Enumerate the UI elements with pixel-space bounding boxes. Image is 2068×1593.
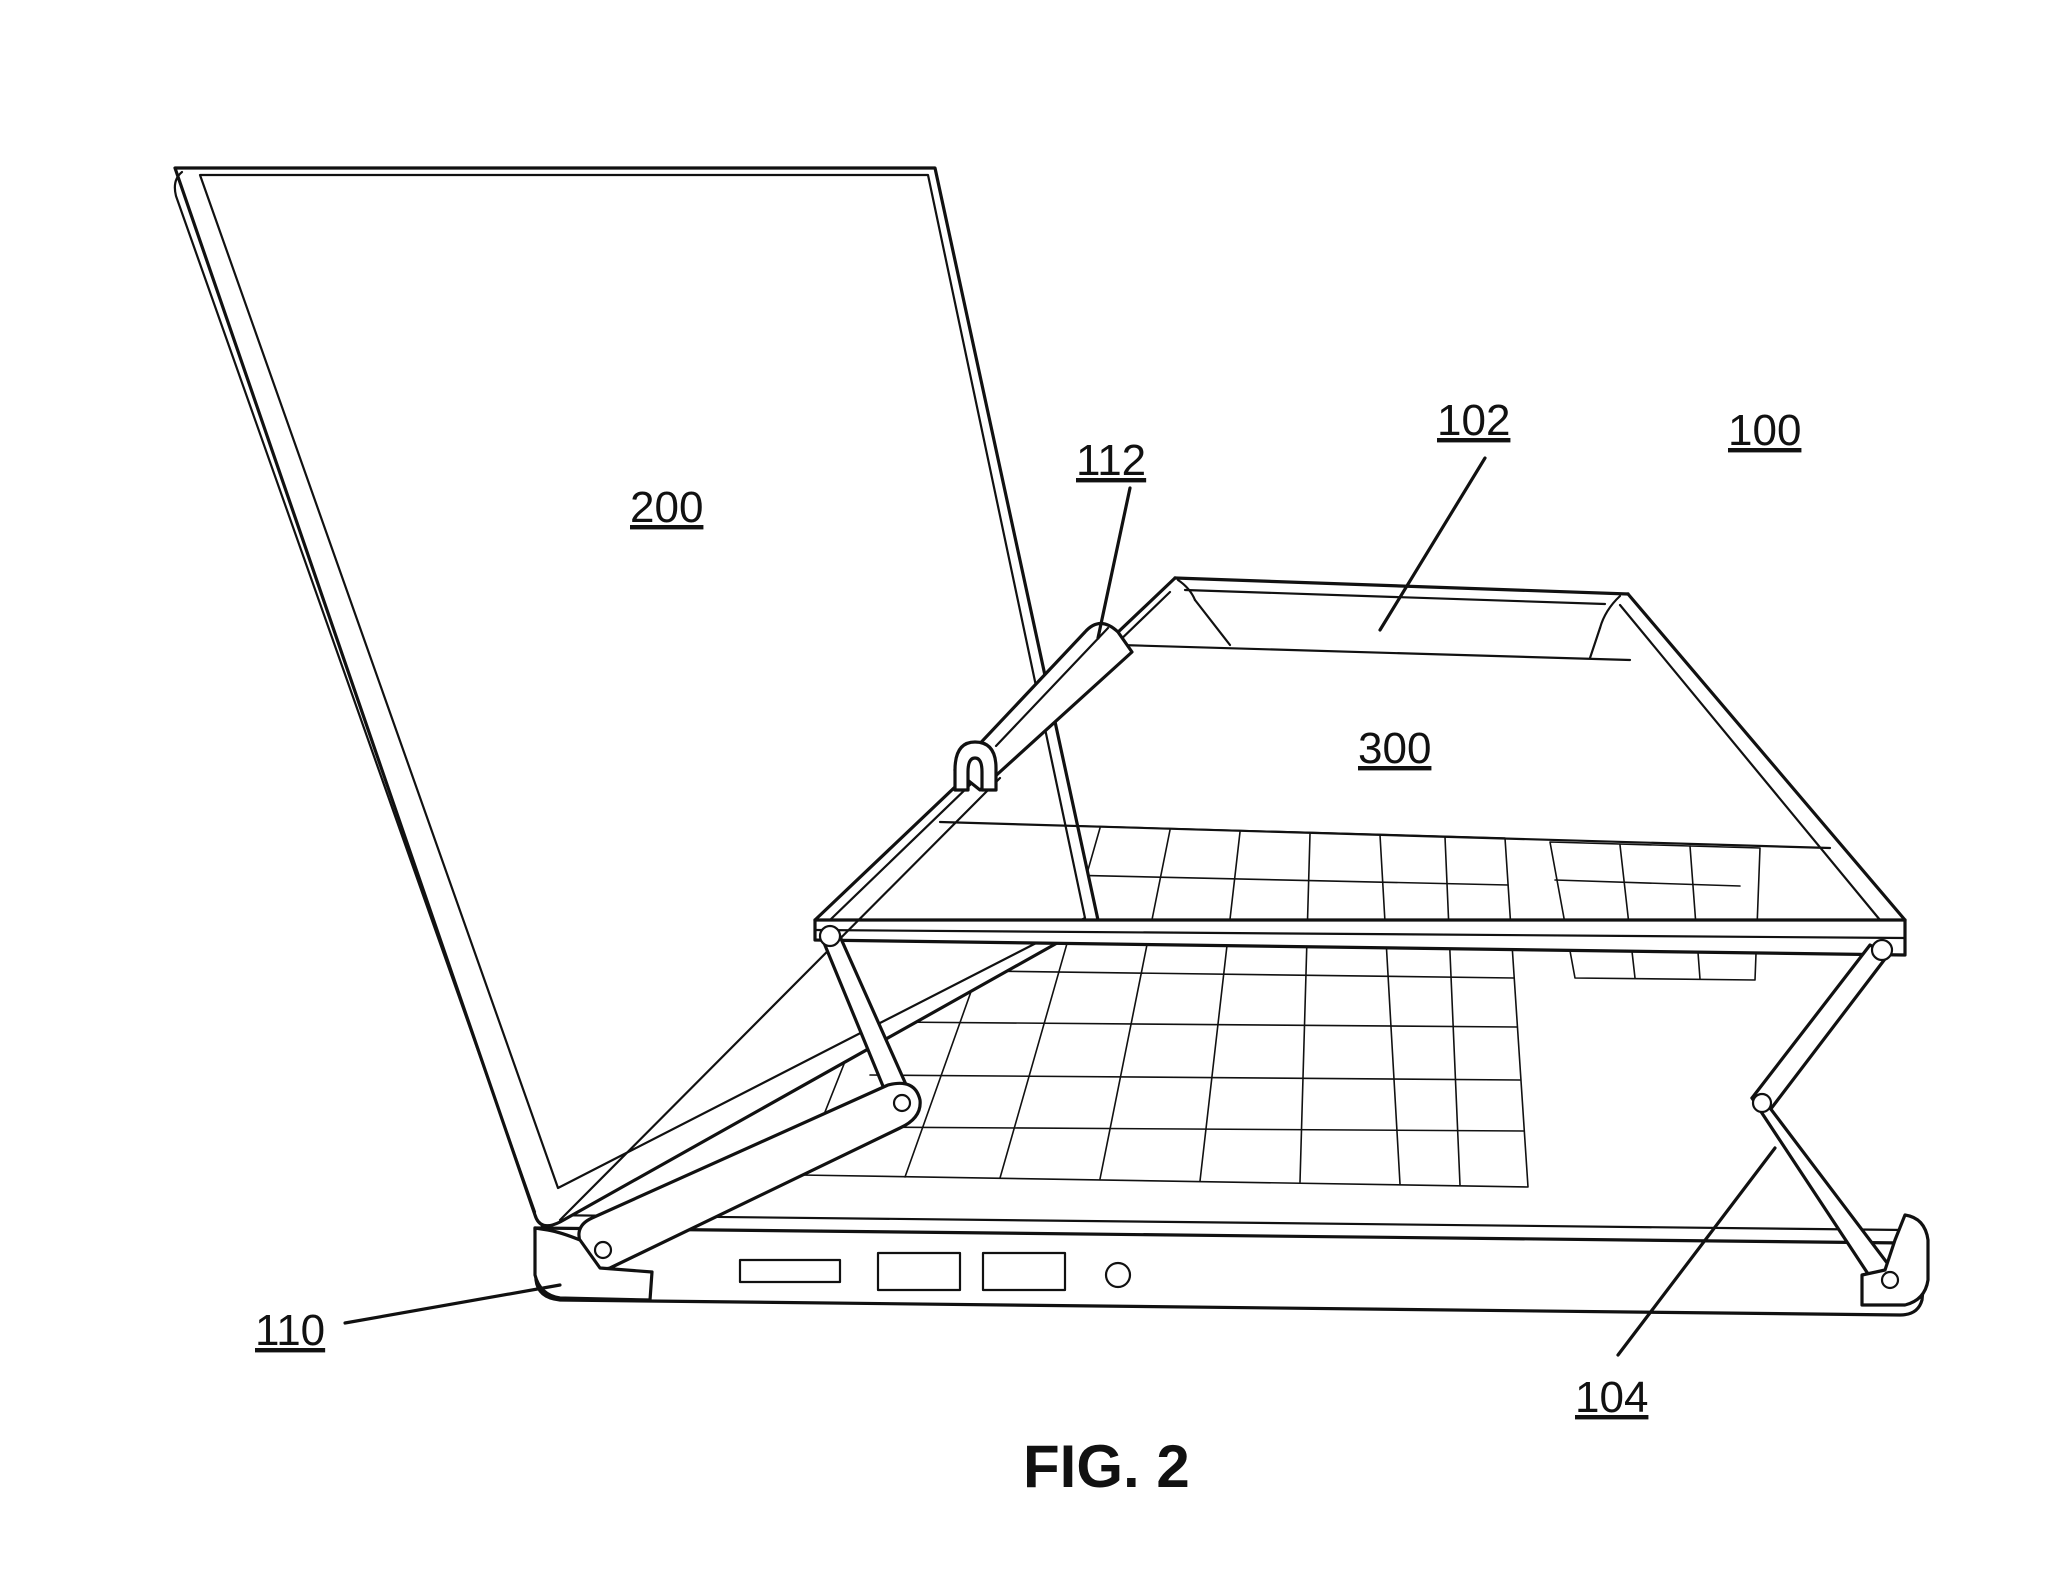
port-usb-1 — [876, 1251, 962, 1292]
ref-300-label: 300 — [1358, 724, 1431, 773]
ref-200-label: 200 — [630, 483, 703, 532]
figure-caption: FIG. 2 — [1023, 1433, 1190, 1500]
laptop-base — [533, 1213, 1927, 1317]
ref-100-label: 100 — [1728, 406, 1801, 455]
laptop-screen — [173, 166, 1100, 1228]
ref-112-label: 112 — [1076, 436, 1146, 485]
port-usb-2 — [981, 1251, 1067, 1292]
ref-102-label: 102 — [1437, 396, 1510, 445]
tray — [558, 576, 1907, 1222]
left-linkage — [577, 924, 922, 1271]
ref-110-label: 110 — [255, 1306, 325, 1355]
clip — [953, 621, 1134, 792]
base-hinge-left — [533, 1226, 654, 1302]
ref-104-label: 104 — [1575, 1373, 1648, 1422]
port-card-slot — [738, 1258, 842, 1284]
leader-lines — [343, 456, 1777, 1357]
port-audio-jack — [1104, 1261, 1132, 1289]
support-arm — [1750, 938, 1930, 1307]
